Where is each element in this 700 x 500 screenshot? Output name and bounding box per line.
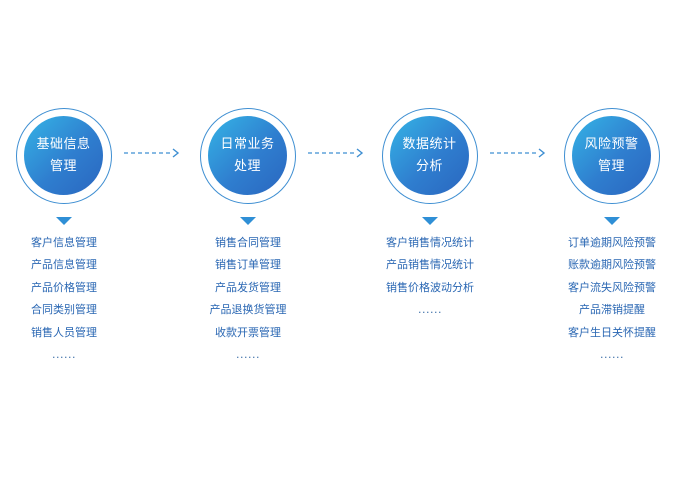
stage-data-statistics: 数据统计 分析 客户销售情况统计 产品销售情况统计 销售价格波动分析 .....…	[332, 0, 532, 500]
stage-circle-fill: 日常业务 处理	[208, 116, 287, 195]
stage-title-line-1: 基础信息	[36, 136, 91, 152]
stage-item-list: 订单逾期风险预警 账款逾期风险预警 客户流失风险预警 产品滞销提醒 客户生日关怀…	[514, 232, 700, 366]
list-item: 销售订单管理	[215, 258, 281, 272]
list-item: 账款逾期风险预警	[568, 258, 656, 272]
stage-item-list: 客户销售情况统计 产品销售情况统计 销售价格波动分析 ......	[332, 232, 528, 322]
list-item: 收款开票管理	[215, 325, 281, 339]
list-item: 客户流失风险预警	[568, 280, 656, 294]
list-item: 订单逾期风险预警	[568, 236, 656, 249]
list-item: 客户信息管理	[31, 236, 97, 249]
down-triangle-icon	[422, 217, 438, 225]
list-item: 销售人员管理	[31, 325, 97, 339]
list-item: 销售合同管理	[215, 236, 281, 249]
flow-arrow-icon	[124, 148, 180, 158]
stage-circle: 日常业务 处理	[200, 108, 296, 204]
flow-arrow-icon	[490, 148, 546, 158]
stage-item-list: 销售合同管理 销售订单管理 产品发货管理 产品退换货管理 收款开票管理 ....…	[150, 232, 346, 366]
list-item: 销售价格波动分析	[386, 280, 474, 294]
stage-circle-fill: 基础信息 管理	[24, 116, 103, 195]
stage-title-line-1: 风险预警	[584, 136, 639, 152]
list-item: 产品销售情况统计	[386, 258, 474, 272]
list-item: 产品发货管理	[215, 280, 281, 294]
stage-daily-business: 日常业务 处理 销售合同管理 销售订单管理 产品发货管理 产品退换货管理 收款开…	[150, 0, 350, 500]
stage-risk-warning: 风险预警 管理 订单逾期风险预警 账款逾期风险预警 客户流失风险预警 产品滞销提…	[514, 0, 700, 500]
stage-circle-fill: 数据统计 分析	[390, 116, 469, 195]
stage-title-line-1: 日常业务	[220, 136, 275, 152]
list-item-ellipsis: ......	[418, 303, 442, 317]
stage-item-list: 客户信息管理 产品信息管理 产品价格管理 合同类别管理 销售人员管理 .....…	[0, 232, 162, 366]
down-triangle-icon	[56, 217, 72, 225]
stage-title-line-2: 处理	[233, 158, 261, 174]
stage-circle: 风险预警 管理	[564, 108, 660, 204]
list-item: 合同类别管理	[31, 303, 97, 317]
stage-title-line-2: 分析	[415, 158, 443, 174]
list-item-ellipsis: ......	[600, 348, 624, 362]
list-item: 产品信息管理	[31, 258, 97, 272]
stage-basic-info: 基础信息 管理 客户信息管理 产品信息管理 产品价格管理 合同类别管理 销售人员…	[0, 0, 166, 500]
down-triangle-icon	[240, 217, 256, 225]
stage-circle-fill: 风险预警 管理	[572, 116, 651, 195]
stage-title-line-2: 管理	[597, 158, 625, 174]
flow-arrow-icon	[308, 148, 364, 158]
list-item-ellipsis: ......	[236, 348, 260, 362]
list-item: 产品退换货管理	[209, 303, 287, 317]
stage-circle: 数据统计 分析	[382, 108, 478, 204]
down-triangle-icon	[604, 217, 620, 225]
list-item: 产品滞销提醒	[579, 303, 645, 317]
stage-title-line-1: 数据统计	[402, 136, 457, 152]
list-item-ellipsis: ......	[52, 348, 76, 362]
list-item: 客户生日关怀提醒	[568, 325, 656, 339]
list-item: 客户销售情况统计	[386, 236, 474, 249]
list-item: 产品价格管理	[31, 280, 97, 294]
stage-circle: 基础信息 管理	[16, 108, 112, 204]
stage-title-line-2: 管理	[49, 158, 77, 174]
